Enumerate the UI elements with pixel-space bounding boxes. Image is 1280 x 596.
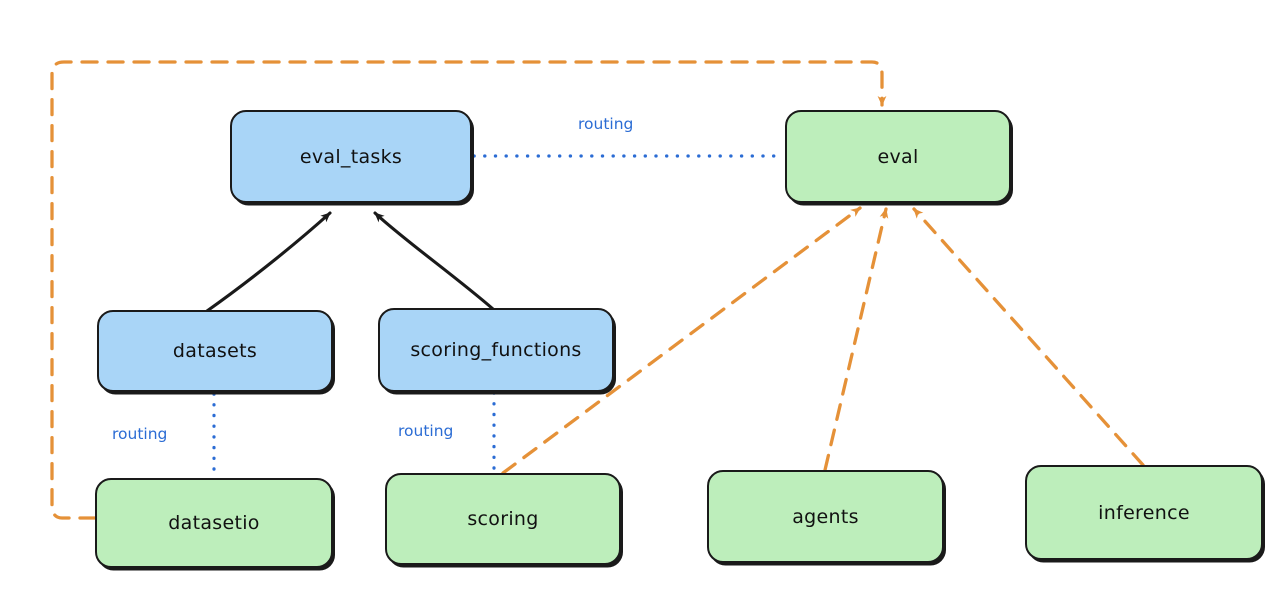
node-label: eval [877,145,919,168]
edge-label-routing-eval: routing [578,115,634,133]
node-inference[interactable]: inference [1025,465,1263,560]
edge-agents-to-eval [823,207,889,472]
node-datasets[interactable]: datasets [97,310,333,392]
node-label: scoring [467,508,539,530]
node-eval-tasks[interactable]: eval_tasks [230,110,472,203]
node-label: datasets [172,340,258,362]
node-agents[interactable]: agents [707,470,944,563]
edge-label-routing-datasetio: routing [112,425,168,443]
node-scoring[interactable]: scoring [385,473,621,565]
node-datasetio[interactable]: datasetio [95,478,333,568]
edge-scoring-to-eval [501,206,862,475]
node-label: inference [1098,501,1190,524]
edge-inference-to-eval [912,207,1145,467]
edge-datasets-to-eval-tasks [205,211,332,313]
node-label: scoring_functions [410,339,582,361]
edge-label-routing-scoring: routing [398,422,454,440]
node-eval[interactable]: eval [785,110,1011,203]
node-label: datasetio [168,512,260,534]
edge-scoring-functions-to-eval-tasks [373,211,495,311]
node-scoring-functions[interactable]: scoring_functions [378,308,614,392]
node-label: eval_tasks [299,145,403,168]
node-label: agents [792,505,859,528]
edge-datasetio-to-eval [50,60,887,520]
